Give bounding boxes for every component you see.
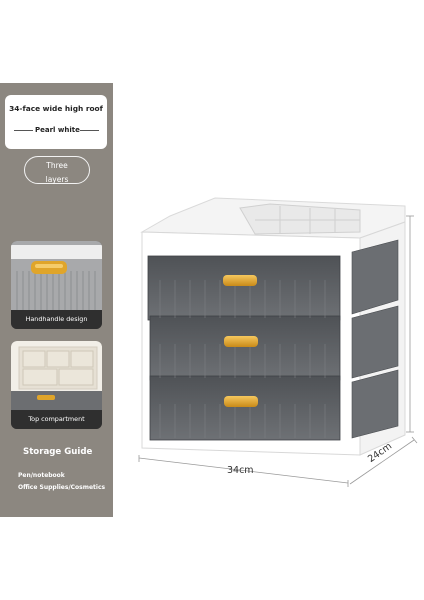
compartment-closeup-image — [11, 341, 102, 410]
card-caption: Handhandle design — [11, 310, 102, 329]
variant-color: Pearl white — [35, 126, 80, 134]
storage-guide-item: Pen/notebook — [18, 472, 65, 479]
storage-guide-title: Storage Guide — [23, 447, 93, 457]
drawer-organizer-image — [140, 197, 406, 456]
top-compartment-card: Top compartment — [11, 341, 102, 429]
layers-badge-line1: Three — [46, 161, 68, 170]
layers-badge-line2: layers — [45, 175, 69, 184]
card-caption: Top compartment — [11, 410, 102, 429]
divider — [14, 130, 33, 131]
width-label: 34cm — [227, 465, 254, 476]
layers-badge: Three layers — [24, 156, 90, 184]
variant-header: 34-face wide high roof Pearl white — [5, 95, 107, 149]
variant-title: 34-face wide high roof — [9, 104, 103, 113]
divider — [80, 130, 99, 131]
handle-design-card: Handhandle design — [11, 241, 102, 329]
storage-guide-item: Office Supplies/Cosmetics — [18, 484, 106, 491]
handle-closeup-image — [11, 241, 102, 310]
